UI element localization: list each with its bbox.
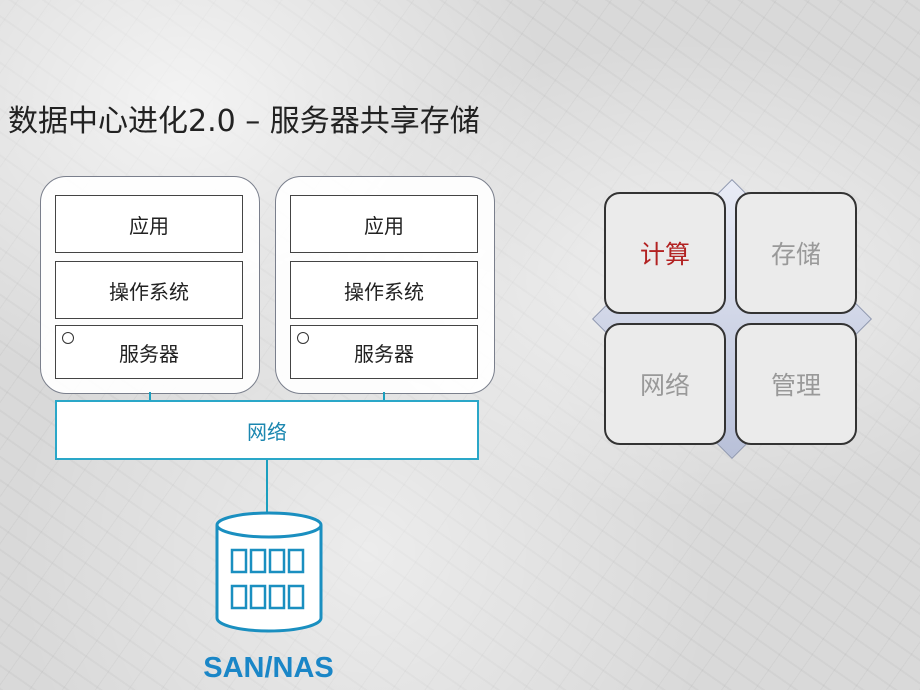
quadrant-storage: 存储 xyxy=(735,192,857,314)
server-label: 服务器 xyxy=(119,341,179,366)
server-led-icon xyxy=(62,332,74,344)
connector-server1-network xyxy=(149,392,151,401)
server-stack-2: 应用 操作系统 服务器 xyxy=(275,176,495,394)
storage-label: SAN/NAS xyxy=(203,652,334,684)
page-title: 数据中心进化2.0 – 服务器共享存储 xyxy=(8,104,480,139)
connector-network-storage xyxy=(266,460,268,512)
server-layer: 服务器 xyxy=(55,325,243,379)
server-stack-1: 应用 操作系统 服务器 xyxy=(40,176,260,394)
storage-cylinder-icon xyxy=(215,511,323,633)
quadrant-compute: 计算 xyxy=(604,192,726,314)
network-bar: 网络 xyxy=(55,400,479,460)
os-layer: 操作系统 xyxy=(55,261,243,319)
quadrant-management: 管理 xyxy=(735,323,857,445)
quadrant-network: 网络 xyxy=(604,323,726,445)
application-layer: 应用 xyxy=(55,195,243,253)
server-label: 服务器 xyxy=(354,341,414,366)
server-layer: 服务器 xyxy=(290,325,478,379)
application-layer: 应用 xyxy=(290,195,478,253)
server-led-icon xyxy=(297,332,309,344)
os-layer: 操作系统 xyxy=(290,261,478,319)
connector-server2-network xyxy=(383,392,385,401)
